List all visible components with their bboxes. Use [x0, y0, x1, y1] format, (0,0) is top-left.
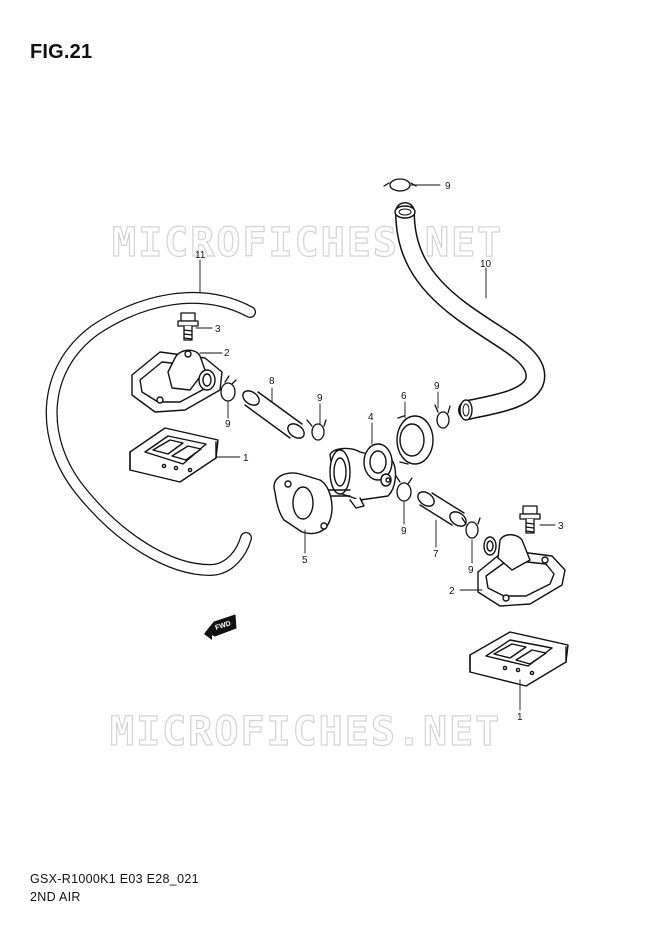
figure-assembly-name: 2ND AIR: [30, 890, 81, 904]
clamp-left[interactable]: [220, 375, 237, 402]
seal-6[interactable]: [396, 415, 434, 465]
callout-cover-right: 2: [449, 586, 455, 597]
reed-cover-right[interactable]: [477, 534, 566, 607]
hose-11[interactable]: [45, 291, 256, 576]
callout-clamp-right-low: 9: [468, 565, 474, 576]
callout-bolt-right: 3: [558, 521, 564, 532]
watermark-bottom: MICROFICHES.NET: [110, 709, 501, 755]
hose-8[interactable]: [240, 388, 307, 441]
reed-valve-left[interactable]: [129, 427, 219, 483]
figure-title: FIG.21: [30, 41, 93, 63]
reed-valve-right[interactable]: [469, 631, 569, 687]
reed-cover-left[interactable]: [131, 349, 223, 413]
watermark-top: MICROFICHES.NET: [112, 220, 503, 266]
plate-5[interactable]: [273, 472, 333, 535]
callout-hose-8: 8: [269, 376, 275, 387]
clamp-mid-right[interactable]: [395, 475, 413, 502]
callout-hose-11: 11: [195, 250, 206, 261]
callout-plate-5: 5: [302, 555, 308, 566]
callout-hose-10: 10: [480, 259, 492, 270]
clamp-right-low[interactable]: [461, 517, 481, 539]
callout-hose-7: 7: [433, 549, 439, 560]
hose-7[interactable]: [415, 489, 469, 529]
bolt-right[interactable]: [519, 505, 541, 534]
leader-lines: [195, 184, 556, 711]
callout-cover-left: 2: [224, 348, 230, 359]
callout-bolt-left: 3: [215, 324, 221, 335]
fwd-label: FWD: [214, 620, 231, 632]
callout-clamp-right-top: 9: [434, 381, 440, 392]
callout-clamp-top: 9: [445, 181, 451, 192]
forward-direction-badge: FWD: [204, 614, 237, 640]
callout-clamp-mid-right: 9: [401, 526, 407, 537]
clamp-right-top[interactable]: [434, 404, 451, 429]
callout-valve-4: 4: [368, 412, 374, 423]
callout-seal-6: 6: [401, 391, 407, 402]
callout-clamp-mid-left: 9: [317, 393, 323, 404]
clamp-top[interactable]: [383, 178, 417, 192]
bolt-left[interactable]: [177, 312, 199, 341]
hose-10[interactable]: [394, 202, 546, 421]
air-valve-4[interactable]: [322, 443, 397, 509]
callout-clamp-left: 9: [225, 419, 231, 430]
callout-reed-right: 1: [517, 712, 523, 723]
figure-model-code: GSX-R1000K1 E03 E28_021: [30, 872, 199, 886]
clamp-mid-left[interactable]: [306, 419, 327, 441]
callout-reed-left: 1: [243, 453, 249, 464]
